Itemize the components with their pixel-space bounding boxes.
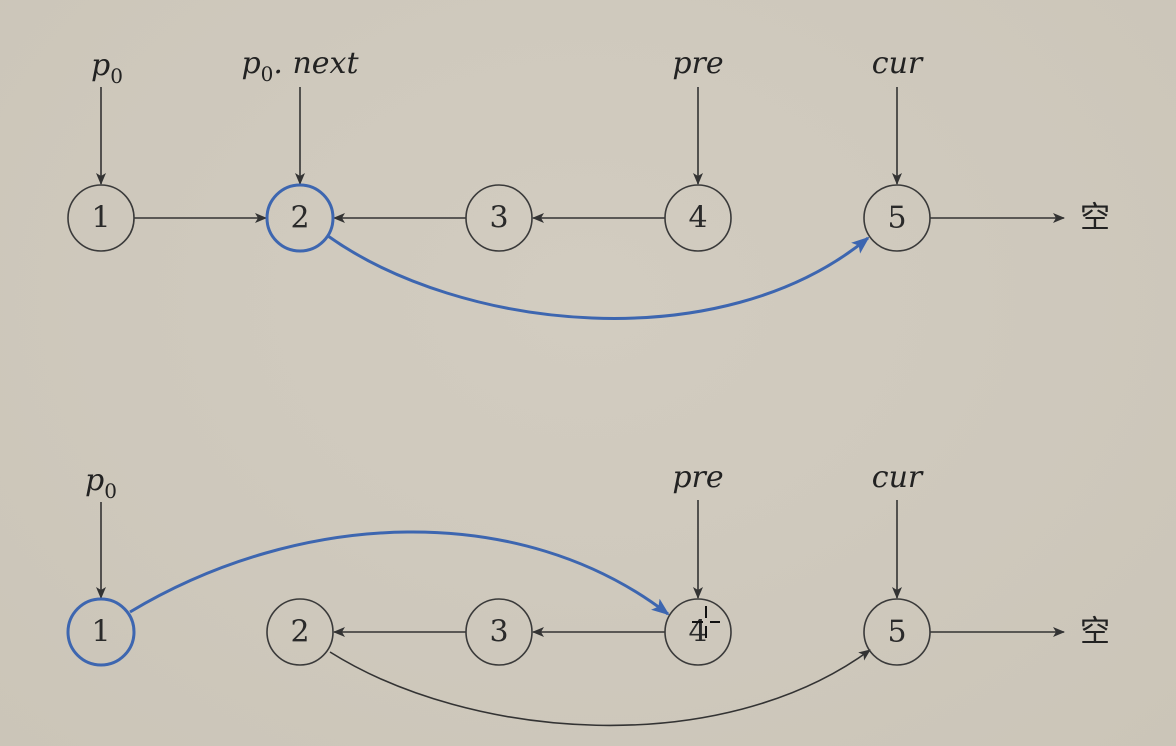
list-node: 4 bbox=[664, 598, 732, 666]
pointer-label-pre: pre bbox=[672, 46, 723, 81]
node-value: 4 bbox=[688, 615, 707, 650]
pointer-label-cur: cur bbox=[872, 46, 924, 81]
pointer-label-pre: pre bbox=[672, 460, 723, 495]
node-value: 4 bbox=[688, 201, 707, 236]
diagram-before: p0 p0. next pre cur 1 2 3 4 bbox=[67, 46, 1110, 320]
edge-2-to-5-highlight bbox=[327, 234, 870, 320]
list-node-highlighted: 1 bbox=[66, 597, 136, 667]
edge-1-to-4-highlight bbox=[129, 530, 670, 616]
list-node: 5 bbox=[863, 184, 931, 252]
list-node: 3 bbox=[465, 184, 533, 252]
pointer-label-cur: cur bbox=[872, 460, 924, 495]
list-node: 2 bbox=[266, 598, 334, 666]
node-value: 5 bbox=[887, 615, 906, 650]
null-label: 空 bbox=[1080, 201, 1110, 236]
diagram-after: p0 pre cur 1 2 3 4 5 bbox=[66, 460, 1110, 727]
node-value: 1 bbox=[91, 615, 110, 650]
pointer-label-p0-next: p0. next bbox=[241, 46, 359, 86]
list-node: 4 bbox=[664, 184, 732, 252]
node-value: 1 bbox=[91, 201, 110, 236]
pointer-label-p0: p0 bbox=[91, 48, 123, 88]
pointer-label-p0: p0 bbox=[85, 463, 117, 503]
node-value: 2 bbox=[290, 201, 309, 236]
list-node: 3 bbox=[465, 598, 533, 666]
list-node: 1 bbox=[67, 184, 135, 252]
crosshair-cursor-icon bbox=[692, 606, 720, 638]
node-value: 3 bbox=[489, 615, 508, 650]
node-value: 2 bbox=[290, 615, 309, 650]
node-value: 3 bbox=[489, 201, 508, 236]
edge-2-to-5 bbox=[329, 649, 871, 727]
list-node: 5 bbox=[863, 598, 931, 666]
null-label: 空 bbox=[1080, 615, 1110, 650]
node-value: 5 bbox=[887, 201, 906, 236]
list-node-highlighted: 2 bbox=[265, 183, 335, 253]
